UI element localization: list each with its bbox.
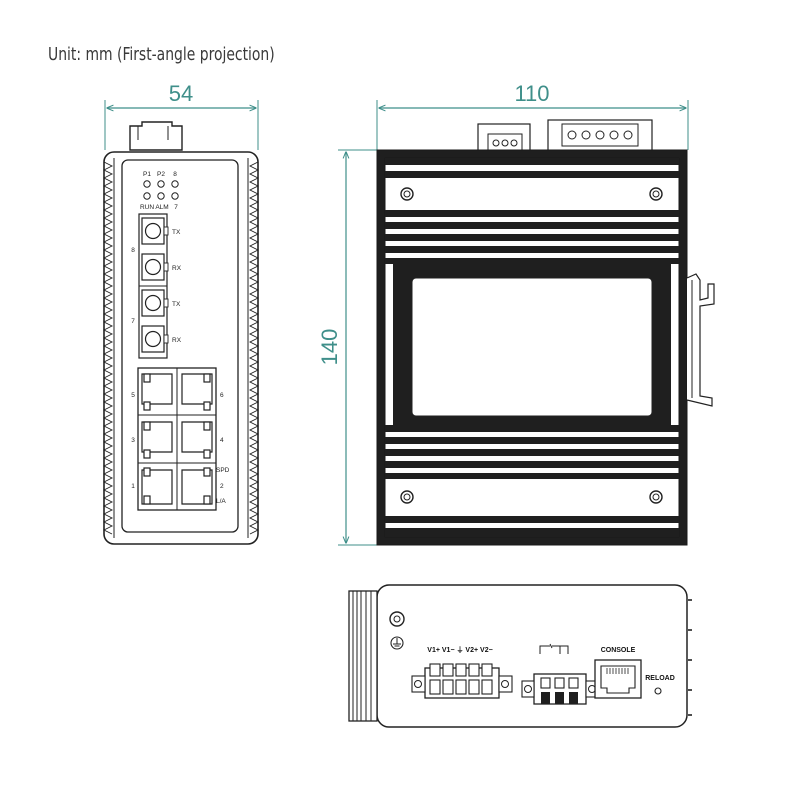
- fiber-rx-port-7: [141, 325, 169, 353]
- front-view: P1 P2 8 RUN ALM 7: [102, 121, 259, 545]
- rj45-port-3: [141, 421, 173, 459]
- bottom-view: V1+ V1− ⏚ V2+ V2−: [348, 584, 692, 728]
- fiber-tx-port-8: [141, 217, 169, 245]
- led-label-p1: P1: [143, 171, 151, 178]
- top-connector-large: [547, 119, 653, 153]
- dim-110-label: 110: [514, 81, 549, 106]
- port-label-3: 3: [131, 437, 135, 444]
- dimension-110: 110: [376, 81, 689, 150]
- fiber-label-8: 8: [131, 247, 135, 254]
- led-label-7: 7: [174, 204, 178, 211]
- port-label-2: 2: [220, 483, 224, 490]
- console-port: CONSOLE: [594, 647, 642, 699]
- screw-icon: [400, 187, 663, 504]
- label-la: L/A: [216, 498, 226, 505]
- rj45-port-5: [141, 373, 173, 411]
- label-spd: SPD: [216, 467, 230, 474]
- port-label-5: 5: [131, 392, 135, 399]
- port-label-6: 6: [220, 392, 224, 399]
- rj45-port-2: [181, 467, 213, 505]
- led-label-alm: ALM: [155, 204, 168, 211]
- port-label-1: 1: [131, 483, 135, 490]
- dimension-54: 54: [104, 81, 259, 150]
- fiber-module: 8 7 TX RX TX RX: [131, 213, 182, 359]
- din-rail-clip: [686, 273, 715, 407]
- led-label-p2: P2: [157, 171, 165, 178]
- top-connector-small: [477, 123, 531, 153]
- led-label-8: 8: [173, 171, 177, 178]
- dim-54-label: 54: [169, 81, 193, 106]
- label-tx-1: TX: [172, 229, 181, 236]
- port-label-4: 4: [220, 437, 224, 444]
- fiber-rx-port-8: [141, 253, 169, 281]
- led-group: P1 P2 8 RUN ALM 7: [140, 171, 179, 211]
- label-tx-2: TX: [172, 301, 181, 308]
- rj45-port-1: [141, 467, 173, 505]
- label-rx-2: RX: [172, 337, 182, 344]
- fiber-label-7: 7: [131, 318, 135, 325]
- reload-button: RELOAD: [645, 675, 675, 695]
- side-view: [376, 119, 715, 546]
- rj45-port-4: [181, 421, 213, 459]
- label-rx-1: RX: [172, 265, 182, 272]
- power-terminal-label: V1+ V1− ⏚ V2+ V2−: [427, 646, 492, 654]
- led-label-run: RUN: [140, 204, 154, 211]
- power-terminal-block: V1+ V1− ⏚ V2+ V2−: [411, 646, 513, 699]
- relay-icon: [539, 643, 569, 654]
- fiber-tx-port-7: [141, 289, 169, 317]
- dim-140-label: 140: [317, 329, 342, 366]
- rj45-port-6: [181, 373, 213, 411]
- rj45-module: 5 6 3 4 1 2 SPD L/A: [131, 367, 230, 511]
- reload-label: RELOAD: [645, 675, 675, 682]
- ground-icon: [390, 636, 404, 650]
- dimension-140: 140: [317, 149, 378, 546]
- console-label: CONSOLE: [601, 647, 636, 654]
- unit-caption: Unit: mm (First-angle projection): [48, 44, 275, 65]
- ground-screw-icon: [389, 611, 405, 627]
